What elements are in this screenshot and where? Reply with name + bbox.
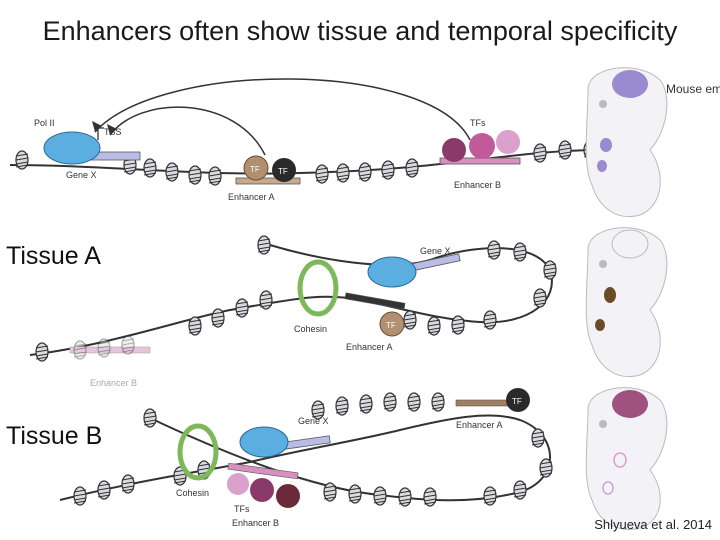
tf-label-a: TF: [386, 321, 396, 330]
panel-top: Pol II TSS Gene X TF TF Enhancer A TFs E…: [9, 67, 720, 217]
tf-tan-a: [379, 311, 405, 337]
enhancer-b-label-b: Enhancer B: [232, 518, 279, 528]
tfs-1-b: [227, 473, 249, 495]
enhancer-a-bar-top: [235, 177, 301, 185]
tfs-3-b: [276, 484, 300, 508]
tfs-2-top: [469, 133, 495, 159]
nucleosomes-b: [73, 392, 553, 507]
cohesin-label-b: Cohesin: [176, 488, 209, 498]
pol2-complex: [43, 131, 101, 165]
mouse-embryo-tissue-a: [585, 227, 668, 377]
tss-label: TSS: [104, 127, 122, 137]
panel-tissue-a: Enhancer B Cohesin Gene X: [29, 227, 668, 388]
enhancer-b-bar-b: [227, 462, 299, 480]
dna-strand-b: [59, 414, 551, 502]
gene-x-label-b: Gene X: [298, 416, 329, 426]
tf-dark-b: [506, 388, 530, 412]
tfs-label-b: TFs: [234, 504, 250, 514]
dna-strand-a: [29, 244, 553, 356]
enhancer-a-loop-arrow: [109, 106, 266, 156]
tfs-2-b: [250, 478, 274, 502]
enhancer-a-label-top: Enhancer A: [228, 192, 275, 202]
citation: Shlyueva et al. 2014: [594, 517, 712, 532]
pol2-label: Pol II: [34, 118, 55, 128]
tfs-3-top: [496, 130, 520, 154]
tf-tan-top: [243, 155, 269, 181]
tissue-a-label: Tissue A: [6, 242, 101, 270]
tf-label-top-2: TF: [278, 167, 288, 176]
enhancer-a-label-b: Enhancer A: [456, 420, 503, 430]
tf-label-top-1: TF: [250, 165, 260, 174]
cohesin-ring-a: [297, 259, 339, 317]
tf-label-b: TF: [512, 397, 522, 406]
tissue-b-label: Tissue B: [6, 422, 103, 450]
mouse-embryo-label: Mouse embryo: [666, 82, 720, 96]
mouse-embryo-top: [585, 67, 668, 217]
enhancer-b-label-top: Enhancer B: [454, 180, 501, 190]
mouse-embryo-tissue-b: [585, 387, 668, 530]
enhancer-b-loop-arrow: [94, 78, 471, 141]
dna-strand-top: [9, 149, 601, 175]
tf-dark-top: [272, 158, 296, 182]
cohesin-ring-b: [177, 423, 219, 481]
gene-x-label-top: Gene X: [66, 170, 97, 180]
slide-title: Enhancers often show tissue and temporal…: [42, 16, 678, 46]
panel-tissue-b: Gene X TF Enhancer A Cohesin TFs Enhance…: [59, 387, 668, 530]
tfs-label-top: TFs: [470, 118, 486, 128]
tfs-1-top: [442, 138, 466, 162]
enhancer-a-bar-a: [344, 292, 406, 310]
cohesin-label-a: Cohesin: [294, 324, 327, 334]
pol2-a: [367, 256, 417, 288]
enhancer-b-label-a: Enhancer B: [90, 378, 137, 388]
enhancer-a-label-a: Enhancer A: [346, 342, 393, 352]
gene-x-label-a: Gene X: [420, 246, 451, 256]
pol2-b: [239, 426, 289, 458]
